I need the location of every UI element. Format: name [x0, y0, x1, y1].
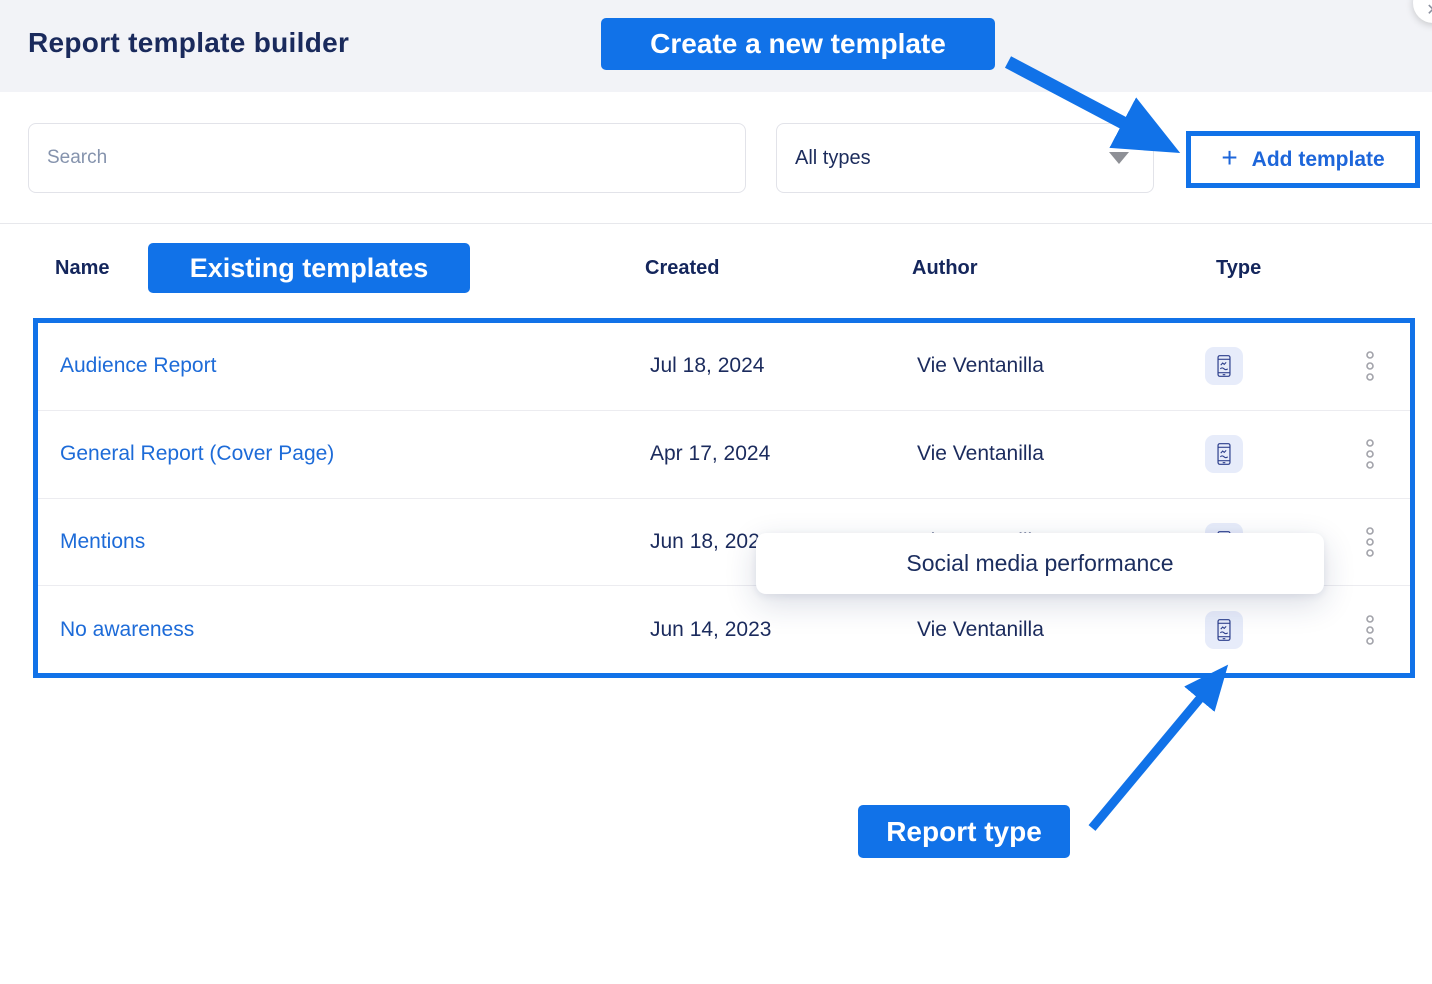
report-type-badge[interactable] [1205, 347, 1243, 386]
row-menu-button[interactable] [1364, 323, 1376, 410]
report-type-badge[interactable] [1205, 610, 1243, 649]
table-header: Name Created Author Type [0, 246, 1432, 290]
kebab-menu-icon [1366, 351, 1374, 382]
author-name: Vie Ventanilla [917, 354, 1044, 378]
table-row: No awareness Jun 14, 2023 Vie Ventanilla [38, 585, 1410, 673]
kebab-menu-icon [1366, 614, 1374, 645]
created-date: Jun 18, 2024 [650, 529, 772, 553]
row-menu-button[interactable] [1364, 586, 1376, 673]
kebab-menu-icon [1366, 439, 1374, 469]
table-row: Audience Report Jul 18, 2024 Vie Ventani… [38, 323, 1410, 410]
type-filter-value: All types [795, 146, 871, 169]
column-header-created: Created [645, 256, 720, 279]
templates-table: Audience Report Jul 18, 2024 Vie Ventani… [33, 318, 1415, 678]
author-name: Vie Ventanilla [917, 442, 1044, 466]
template-name-link[interactable]: Audience Report [60, 354, 217, 378]
annotation-existing-templates: Existing templates [148, 243, 470, 293]
plus-icon: + [1221, 142, 1238, 173]
search-input[interactable] [28, 123, 746, 193]
annotation-create-new-template: Create a new template [601, 18, 995, 70]
created-date: Apr 17, 2024 [650, 442, 771, 466]
created-date: Jul 18, 2024 [650, 354, 765, 378]
column-header-author: Author [912, 256, 978, 279]
row-menu-button[interactable] [1364, 411, 1376, 498]
mobile-report-icon [1217, 355, 1231, 378]
report-type-tooltip: Social media performance [756, 533, 1324, 594]
toolbar-divider [0, 223, 1432, 224]
template-name-link[interactable]: General Report (Cover Page) [60, 442, 335, 466]
add-template-label: Add template [1251, 147, 1385, 171]
add-template-button[interactable]: + Add template [1186, 131, 1420, 188]
arrow-to-report-type [1088, 664, 1229, 831]
column-header-type: Type [1216, 256, 1262, 279]
table-row: General Report (Cover Page) Apr 17, 2024… [38, 409, 1410, 498]
created-date: Jun 14, 2023 [650, 617, 772, 641]
chevron-down-icon [1109, 152, 1129, 164]
type-filter-dropdown[interactable]: All types [776, 123, 1154, 193]
template-name-link[interactable]: No awareness [60, 617, 195, 641]
row-menu-button[interactable] [1364, 499, 1376, 586]
column-header-name: Name [55, 256, 110, 279]
author-name: Vie Ventanilla [917, 617, 1044, 641]
page-title: Report template builder [28, 27, 350, 58]
mobile-report-icon [1217, 618, 1231, 641]
annotation-report-type: Report type [858, 805, 1070, 858]
mobile-report-icon [1217, 443, 1231, 466]
report-type-badge[interactable] [1205, 435, 1243, 474]
kebab-menu-icon [1366, 527, 1374, 557]
close-icon: ✕ [1426, 0, 1432, 20]
template-name-link[interactable]: Mentions [60, 529, 146, 553]
